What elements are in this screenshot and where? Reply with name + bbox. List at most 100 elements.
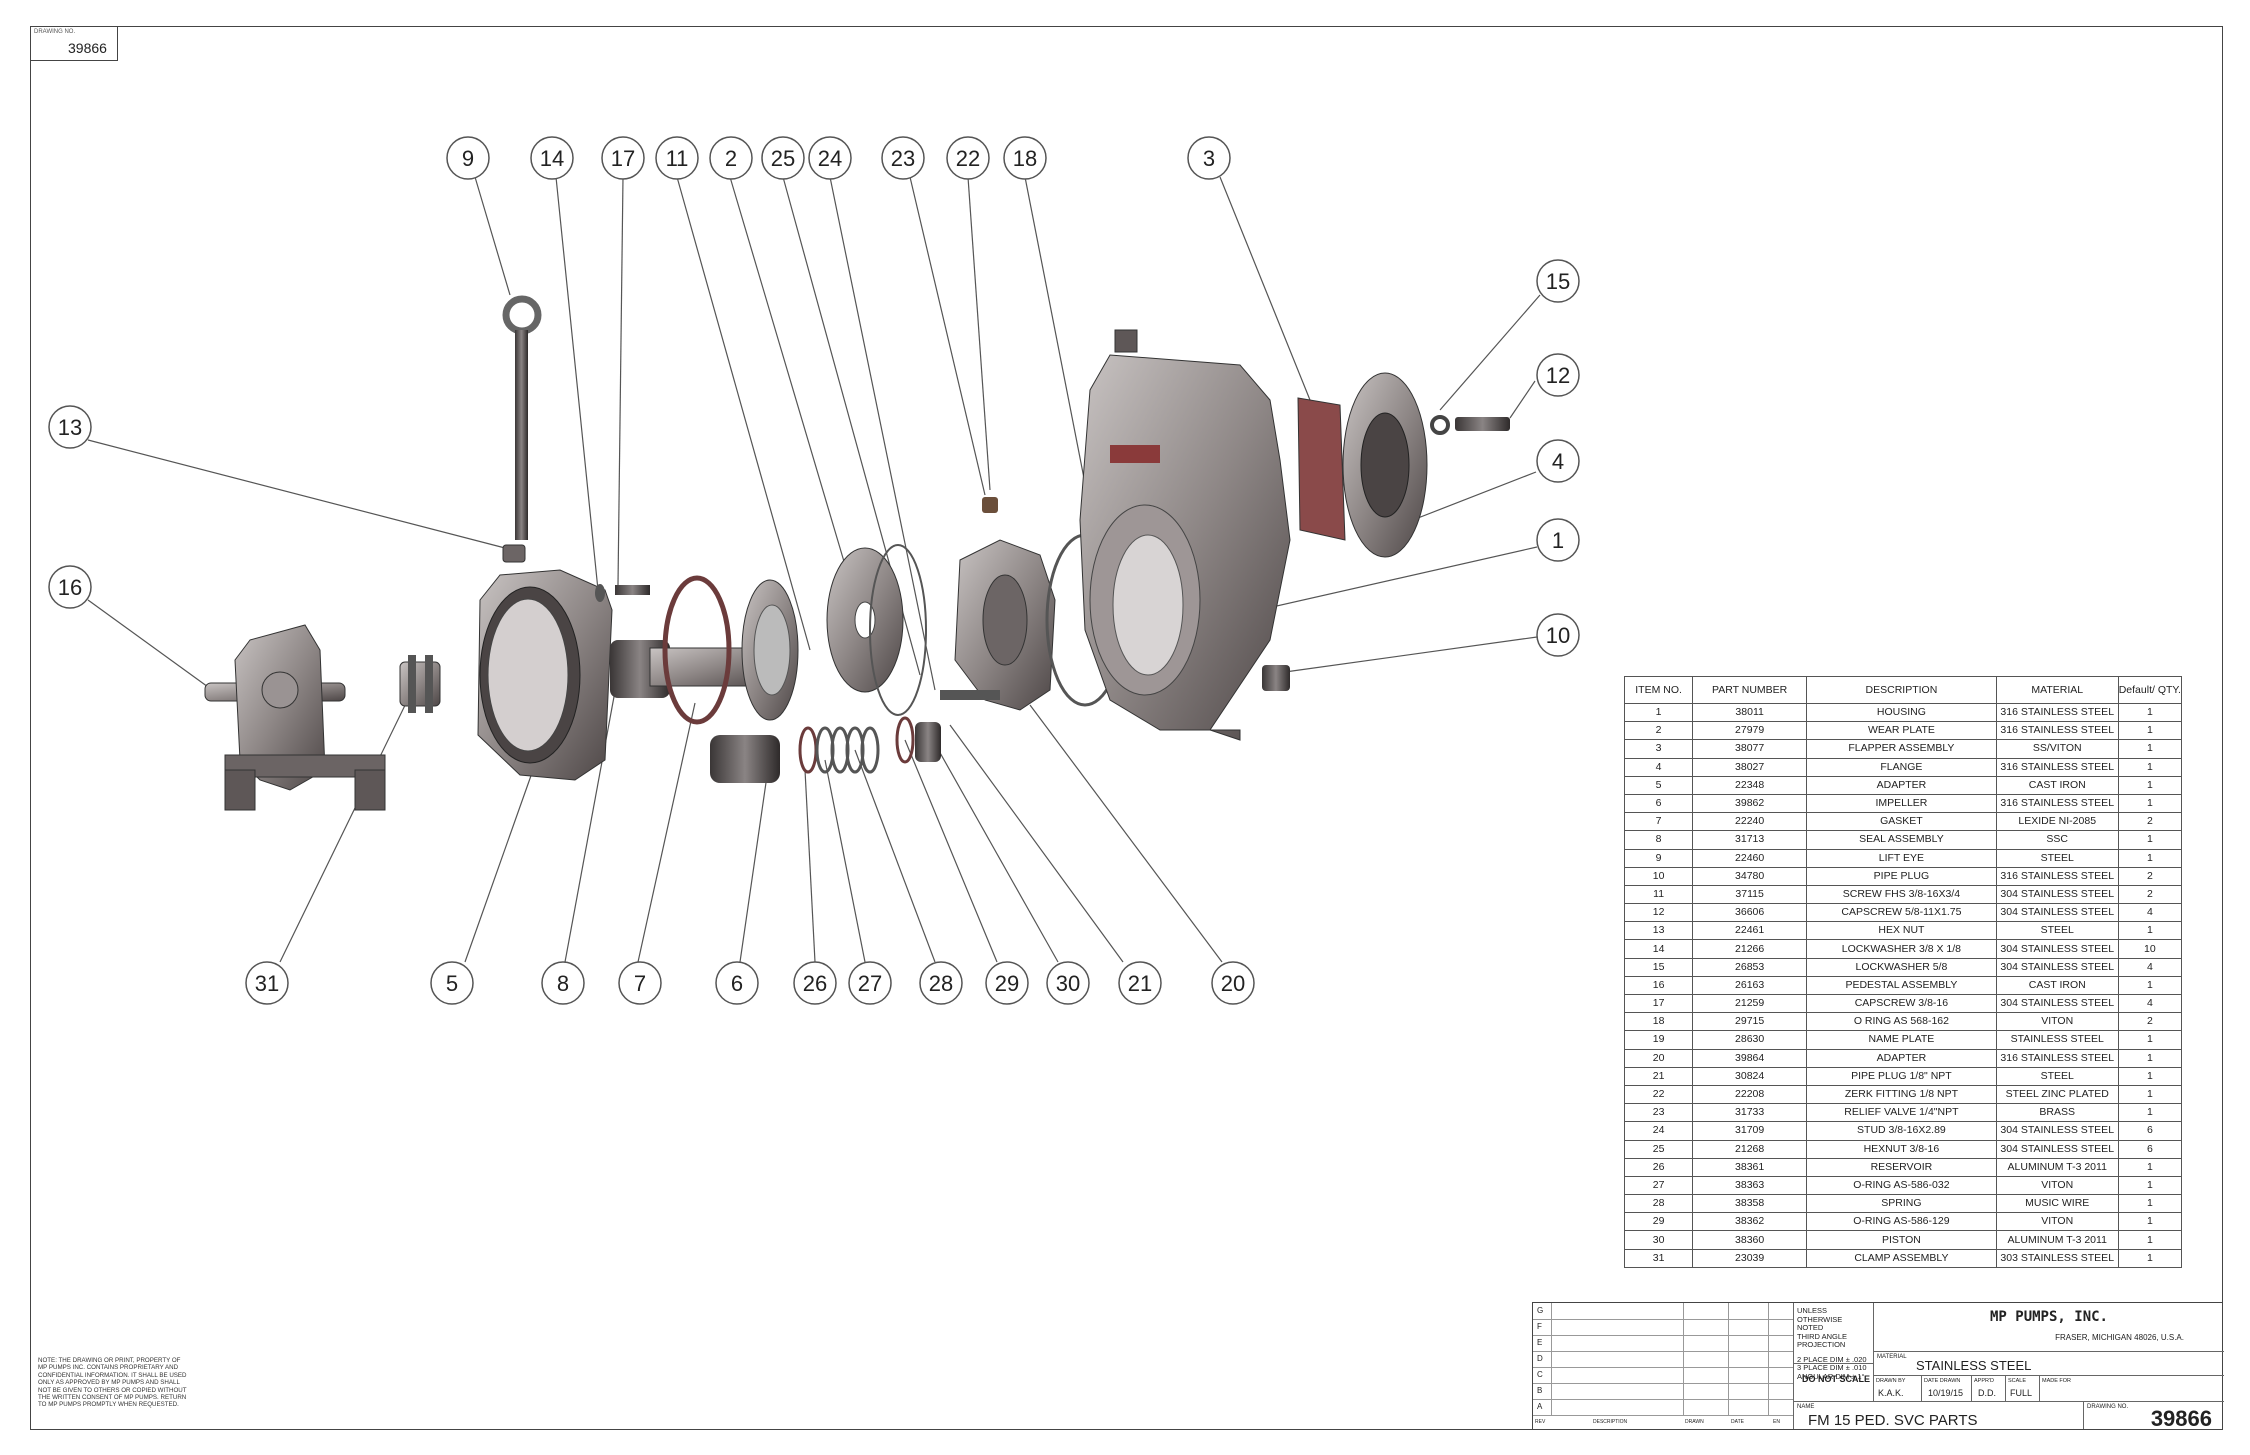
balloon-label: 25 <box>771 146 795 171</box>
balloon-label: 8 <box>557 971 569 996</box>
bom-cell: 7 <box>1623 812 1694 832</box>
balloon-circle <box>1536 518 1580 562</box>
bom-cell: 8 <box>1623 830 1694 850</box>
balloon-label: 6 <box>731 971 743 996</box>
bom-cell: 1 <box>2117 1230 2183 1250</box>
approved-cell: APPR'D D.D. <box>1972 1376 2006 1402</box>
drawing-sheet-border <box>30 26 2223 1430</box>
balloon-circle <box>541 961 585 1005</box>
bom-cell: 39862 <box>1692 793 1808 814</box>
balloon-label: 28 <box>929 971 953 996</box>
reservoir-part <box>710 735 780 783</box>
revision-row: B <box>1533 1383 1793 1400</box>
bom-cell: 4 <box>1623 757 1694 777</box>
bom-cell: 21259 <box>1692 993 1808 1014</box>
balloon-circle <box>618 961 662 1005</box>
balloon-circle <box>1536 353 1580 397</box>
balloon-label: 31 <box>255 971 279 996</box>
bom-cell: 304 STAINLESS STEEL <box>1995 957 2119 977</box>
bom-cell: 22460 <box>1692 848 1808 868</box>
do-not-scale: DO NOT SCALE <box>1793 1363 1873 1401</box>
proprietary-note: NOTE: THE DRAWING OR PRINT, PROPERTY OF … <box>38 1357 187 1409</box>
bom-cell: CAPSCREW 5/8-11X1.75 <box>1806 903 1997 923</box>
bom-cell: 26 <box>1623 1157 1694 1177</box>
balloon-circle <box>1211 961 1255 1005</box>
balloon-label: 9 <box>462 146 474 171</box>
piston-part <box>915 722 941 762</box>
balloon-circle <box>919 961 963 1005</box>
company-cell: MP PUMPS, INC. FRASER, MICHIGAN 48026, U… <box>1873 1303 2224 1351</box>
bom-cell: 38363 <box>1692 1175 1808 1196</box>
bom-header-cell: ITEM NO. <box>1623 676 1694 704</box>
oring-spring-parts <box>798 716 915 774</box>
zerk-fitting-part <box>982 497 998 513</box>
bom-cell: IMPELLER <box>1806 793 1997 814</box>
bom-cell: PISTON <box>1806 1230 1997 1250</box>
material-value: STAINLESS STEEL <box>1916 1358 2032 1373</box>
date-label: DATE DRAWN <box>1924 1378 1961 1384</box>
balloon-label: 26 <box>803 971 827 996</box>
tol-line: ANGULAR DIM ± 1° <box>1797 1371 1865 1381</box>
bom-cell: 2 <box>2117 866 2183 886</box>
bom-cell: 6 <box>2117 1121 2183 1141</box>
bom-cell: SSC <box>1995 830 2119 850</box>
drawn-by-label: DRAWN BY <box>1876 1378 1906 1384</box>
bom-cell: 1 <box>2117 921 2183 941</box>
bom-cell: 38011 <box>1692 702 1808 723</box>
name-label: NAME <box>1797 1404 1815 1410</box>
bom-cell: 22348 <box>1692 775 1808 795</box>
bom-cell: 1 <box>2117 702 2183 723</box>
bom-cell: SCREW FHS 3/8-16X3/4 <box>1806 884 1997 905</box>
bom-cell: CAST IRON <box>1995 775 2119 795</box>
bom-cell: 304 STAINLESS STEEL <box>1995 939 2119 959</box>
drawing-number: 39866 <box>68 40 107 56</box>
balloon-circle <box>761 136 805 180</box>
bom-cell: 10 <box>1623 866 1694 886</box>
balloon-circle <box>1003 136 1047 180</box>
bom-cell: 1 <box>2117 1048 2183 1068</box>
bom-cell: 38360 <box>1692 1230 1808 1250</box>
title-drawno: 39866 <box>2150 1406 2212 1431</box>
revision-row: A <box>1533 1399 1793 1416</box>
balloon-label: 14 <box>540 146 564 171</box>
balloon-circle <box>1046 961 1090 1005</box>
made-for-cell: MADE FOR <box>2040 1376 2225 1402</box>
leader-lines <box>87 176 1541 963</box>
bom-cell: 34780 <box>1692 866 1808 886</box>
bom-cell: 19 <box>1623 1030 1694 1050</box>
balloon-label: 10 <box>1546 623 1570 648</box>
bom-cell: HOUSING <box>1806 702 1997 723</box>
material-cell: MATERIAL STAINLESS STEEL <box>1873 1351 2224 1375</box>
bom-cell: FLAPPER ASSEMBLY <box>1806 739 1997 759</box>
bom-cell: 1 <box>2117 1030 2183 1050</box>
bom-cell: 12 <box>1623 903 1694 923</box>
approvals-row: DRAWN BY K.A.K. DATE DRAWN 10/19/15 APPR… <box>1873 1375 2225 1402</box>
bom-cell: 316 STAINLESS STEEL <box>1995 757 2119 777</box>
balloon-label: 30 <box>1056 971 1080 996</box>
revision-column-label: DATE <box>1731 1419 1744 1425</box>
balloon-circle <box>808 136 852 180</box>
bom-cell: 26163 <box>1692 975 1808 996</box>
balloon-circle <box>48 565 92 609</box>
flapper-assembly-part <box>1297 397 1346 541</box>
revision-column-label: EN <box>1773 1419 1780 1425</box>
flange-part <box>1342 372 1428 558</box>
bom-cell: O RING AS 568-162 <box>1806 1012 1997 1032</box>
date-cell: DATE DRAWN 10/19/15 <box>1922 1376 1972 1402</box>
balloon-circle <box>985 961 1029 1005</box>
bom-cell: 9 <box>1623 848 1694 868</box>
pipe-plug-part <box>1262 665 1290 691</box>
bom-cell: 17 <box>1623 993 1694 1014</box>
wear-plate-part <box>826 544 927 716</box>
